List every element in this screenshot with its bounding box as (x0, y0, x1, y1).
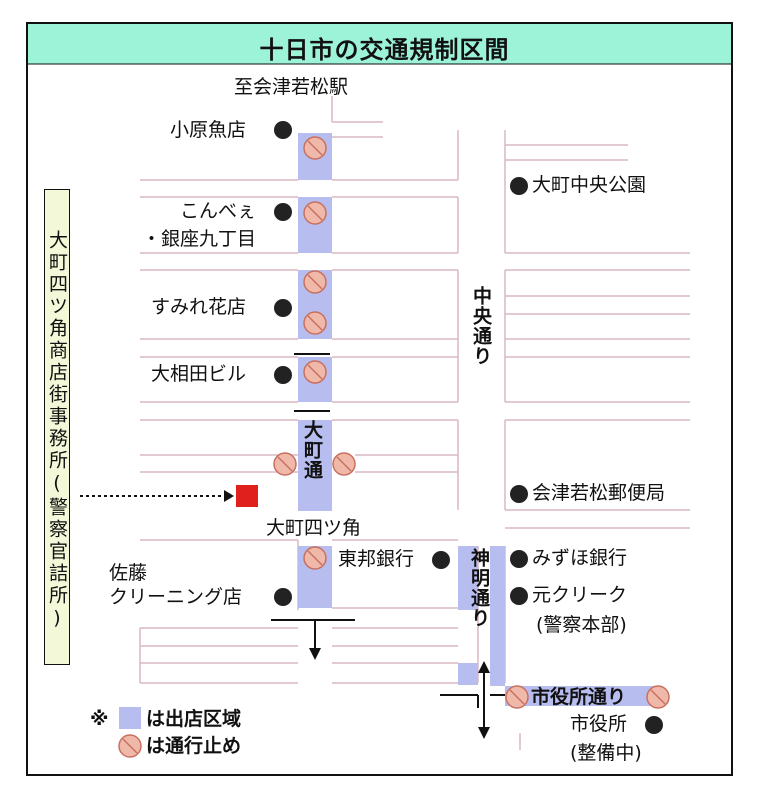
legend-stop-label: は通行止め (146, 735, 242, 757)
moto-label-2: (警察本部) (536, 614, 627, 636)
sato-label-2: クリーニング店 (109, 586, 243, 608)
no-entry-icon (303, 546, 327, 570)
zone-shiyakusho (505, 686, 655, 706)
zone-shinmei-1 (458, 546, 478, 610)
street-grid (139, 96, 690, 750)
cityhall-label-2: (整備中) (570, 742, 642, 764)
barrier-lines (271, 353, 505, 708)
title-band (28, 24, 731, 64)
no-entry-icon (303, 311, 327, 335)
ohara-label: 小原魚店 (170, 119, 247, 141)
no-entry-icon (646, 685, 670, 709)
location-dot-icon (274, 588, 292, 606)
zone-shinmei-2 (458, 663, 478, 685)
location-dot-icon (274, 121, 292, 139)
sato-label-1: 佐藤 (109, 562, 148, 584)
street-shiyakusho: 市役所通り (531, 686, 627, 708)
cityhall-label-1: 市役所 (570, 713, 628, 735)
mizuho-label: みずほ銀行 (532, 547, 628, 569)
location-dot-icon (510, 177, 528, 195)
no-entry-icon (118, 734, 142, 758)
arrow-icon (224, 490, 234, 502)
location-dot-icon (432, 551, 450, 569)
park-label: 大町中央公園 (532, 174, 647, 196)
location-dot-icon (510, 485, 528, 503)
no-entry-icon (505, 685, 529, 709)
toho-label: 東邦銀行 (338, 548, 415, 570)
konbee-label: こんべぇ (180, 200, 257, 222)
arrow-icon (309, 620, 490, 739)
location-dot-icon (274, 366, 292, 384)
location-dot-icon (274, 203, 292, 221)
legend-marker: ※ (90, 708, 109, 730)
zone-omachi-5 (298, 420, 332, 511)
station-label: 至会津若松駅 (234, 76, 349, 98)
no-entry-markers (118, 136, 670, 758)
zone-shinmei-3 (490, 546, 505, 686)
no-entry-icon (332, 452, 356, 476)
yotsukado-label: 大町四ツ角 (266, 517, 362, 539)
moto-label-1: 元クリーク (532, 584, 628, 606)
office-label: 大町四ツ角商店街事務所(警察官詰所) (44, 189, 70, 665)
legend-zone-swatch (119, 707, 141, 729)
no-entry-icon (303, 136, 327, 160)
location-dot-icon (645, 716, 663, 734)
street-omachi: 大町通 (301, 420, 323, 480)
no-entry-icon (303, 201, 327, 225)
map-title: 十日市の交通規制区間 (259, 36, 510, 64)
square-marker-icon (236, 485, 258, 507)
sumire-label: すみれ花店 (151, 296, 247, 318)
street-shinmei: 神明通り (468, 548, 490, 628)
no-entry-icon (303, 360, 327, 384)
no-entry-icon (273, 452, 297, 476)
post-label: 会津若松郵便局 (532, 482, 666, 504)
location-dot-icon (510, 587, 528, 605)
oaida-label: 大相田ビル (151, 363, 247, 385)
location-dot-icon (274, 299, 292, 317)
ginza-label: ・銀座九丁目 (142, 228, 257, 250)
location-dot-icon (510, 550, 528, 568)
legend-zone-label: は出店区域 (146, 708, 242, 730)
map-frame (26, 22, 733, 776)
no-entry-icon (303, 270, 327, 294)
street-chuo: 中央通り (470, 286, 492, 366)
